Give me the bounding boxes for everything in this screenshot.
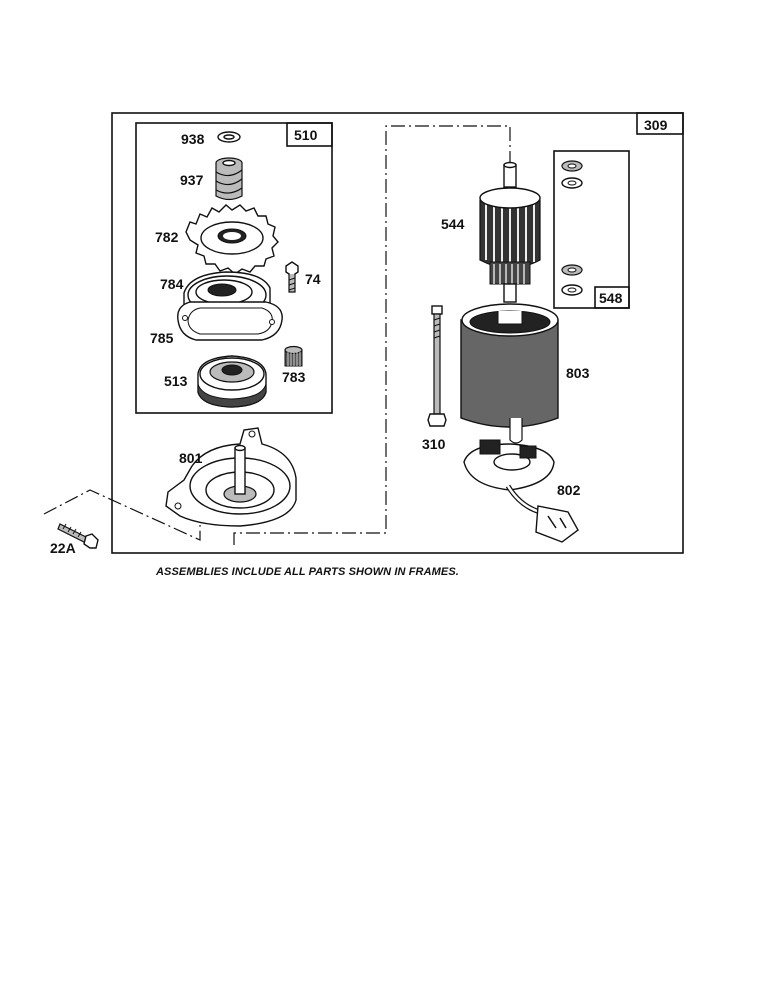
right-frame-id-box: [594, 286, 630, 309]
part-782-gear: [185, 204, 279, 275]
part-548-washers: [561, 160, 583, 296]
left-frame-id-box: [286, 122, 333, 147]
label-784: 784: [160, 276, 184, 292]
label-938: 938: [181, 131, 205, 147]
label-803: 803: [566, 365, 590, 381]
left-frame-510: [135, 122, 333, 414]
label-937: 937: [180, 172, 204, 188]
caption: ASSEMBLIES INCLUDE ALL PARTS SHOWN IN FR…: [156, 566, 459, 578]
part-938-retaining-ring: [217, 131, 241, 143]
part-937-spring: [215, 157, 243, 201]
left-frame-id: 510: [294, 127, 318, 143]
label-801: 801: [179, 450, 203, 466]
dash-connector-center: [233, 125, 511, 545]
outer-frame-id-box: [636, 112, 684, 135]
label-783: 783: [282, 369, 306, 385]
outer-frame-309: [111, 112, 684, 554]
label-513: 513: [164, 373, 188, 389]
dash-connector-screw: [43, 489, 201, 541]
part-801-end-cap: [165, 427, 297, 527]
label-782: 782: [155, 229, 179, 245]
part-783-pinion: [284, 345, 303, 367]
part-513-housing: [197, 355, 267, 408]
label-802: 802: [557, 482, 581, 498]
part-785-gasket: [177, 301, 283, 341]
part-310-through-bolt: [427, 305, 447, 427]
part-74-screw: [285, 261, 299, 293]
part-802-brush-plate: [463, 439, 579, 543]
part-544-armature: [479, 161, 541, 303]
label-22a: 22A: [50, 540, 76, 556]
label-310: 310: [422, 436, 446, 452]
part-803-housing: [460, 303, 559, 444]
label-74: 74: [305, 271, 321, 287]
label-785: 785: [150, 330, 174, 346]
right-frame-id: 548: [599, 290, 623, 306]
right-frame-548: [553, 150, 630, 309]
part-22a-screw: [57, 523, 99, 549]
label-544: 544: [441, 216, 465, 232]
outer-frame-id: 309: [644, 117, 668, 133]
